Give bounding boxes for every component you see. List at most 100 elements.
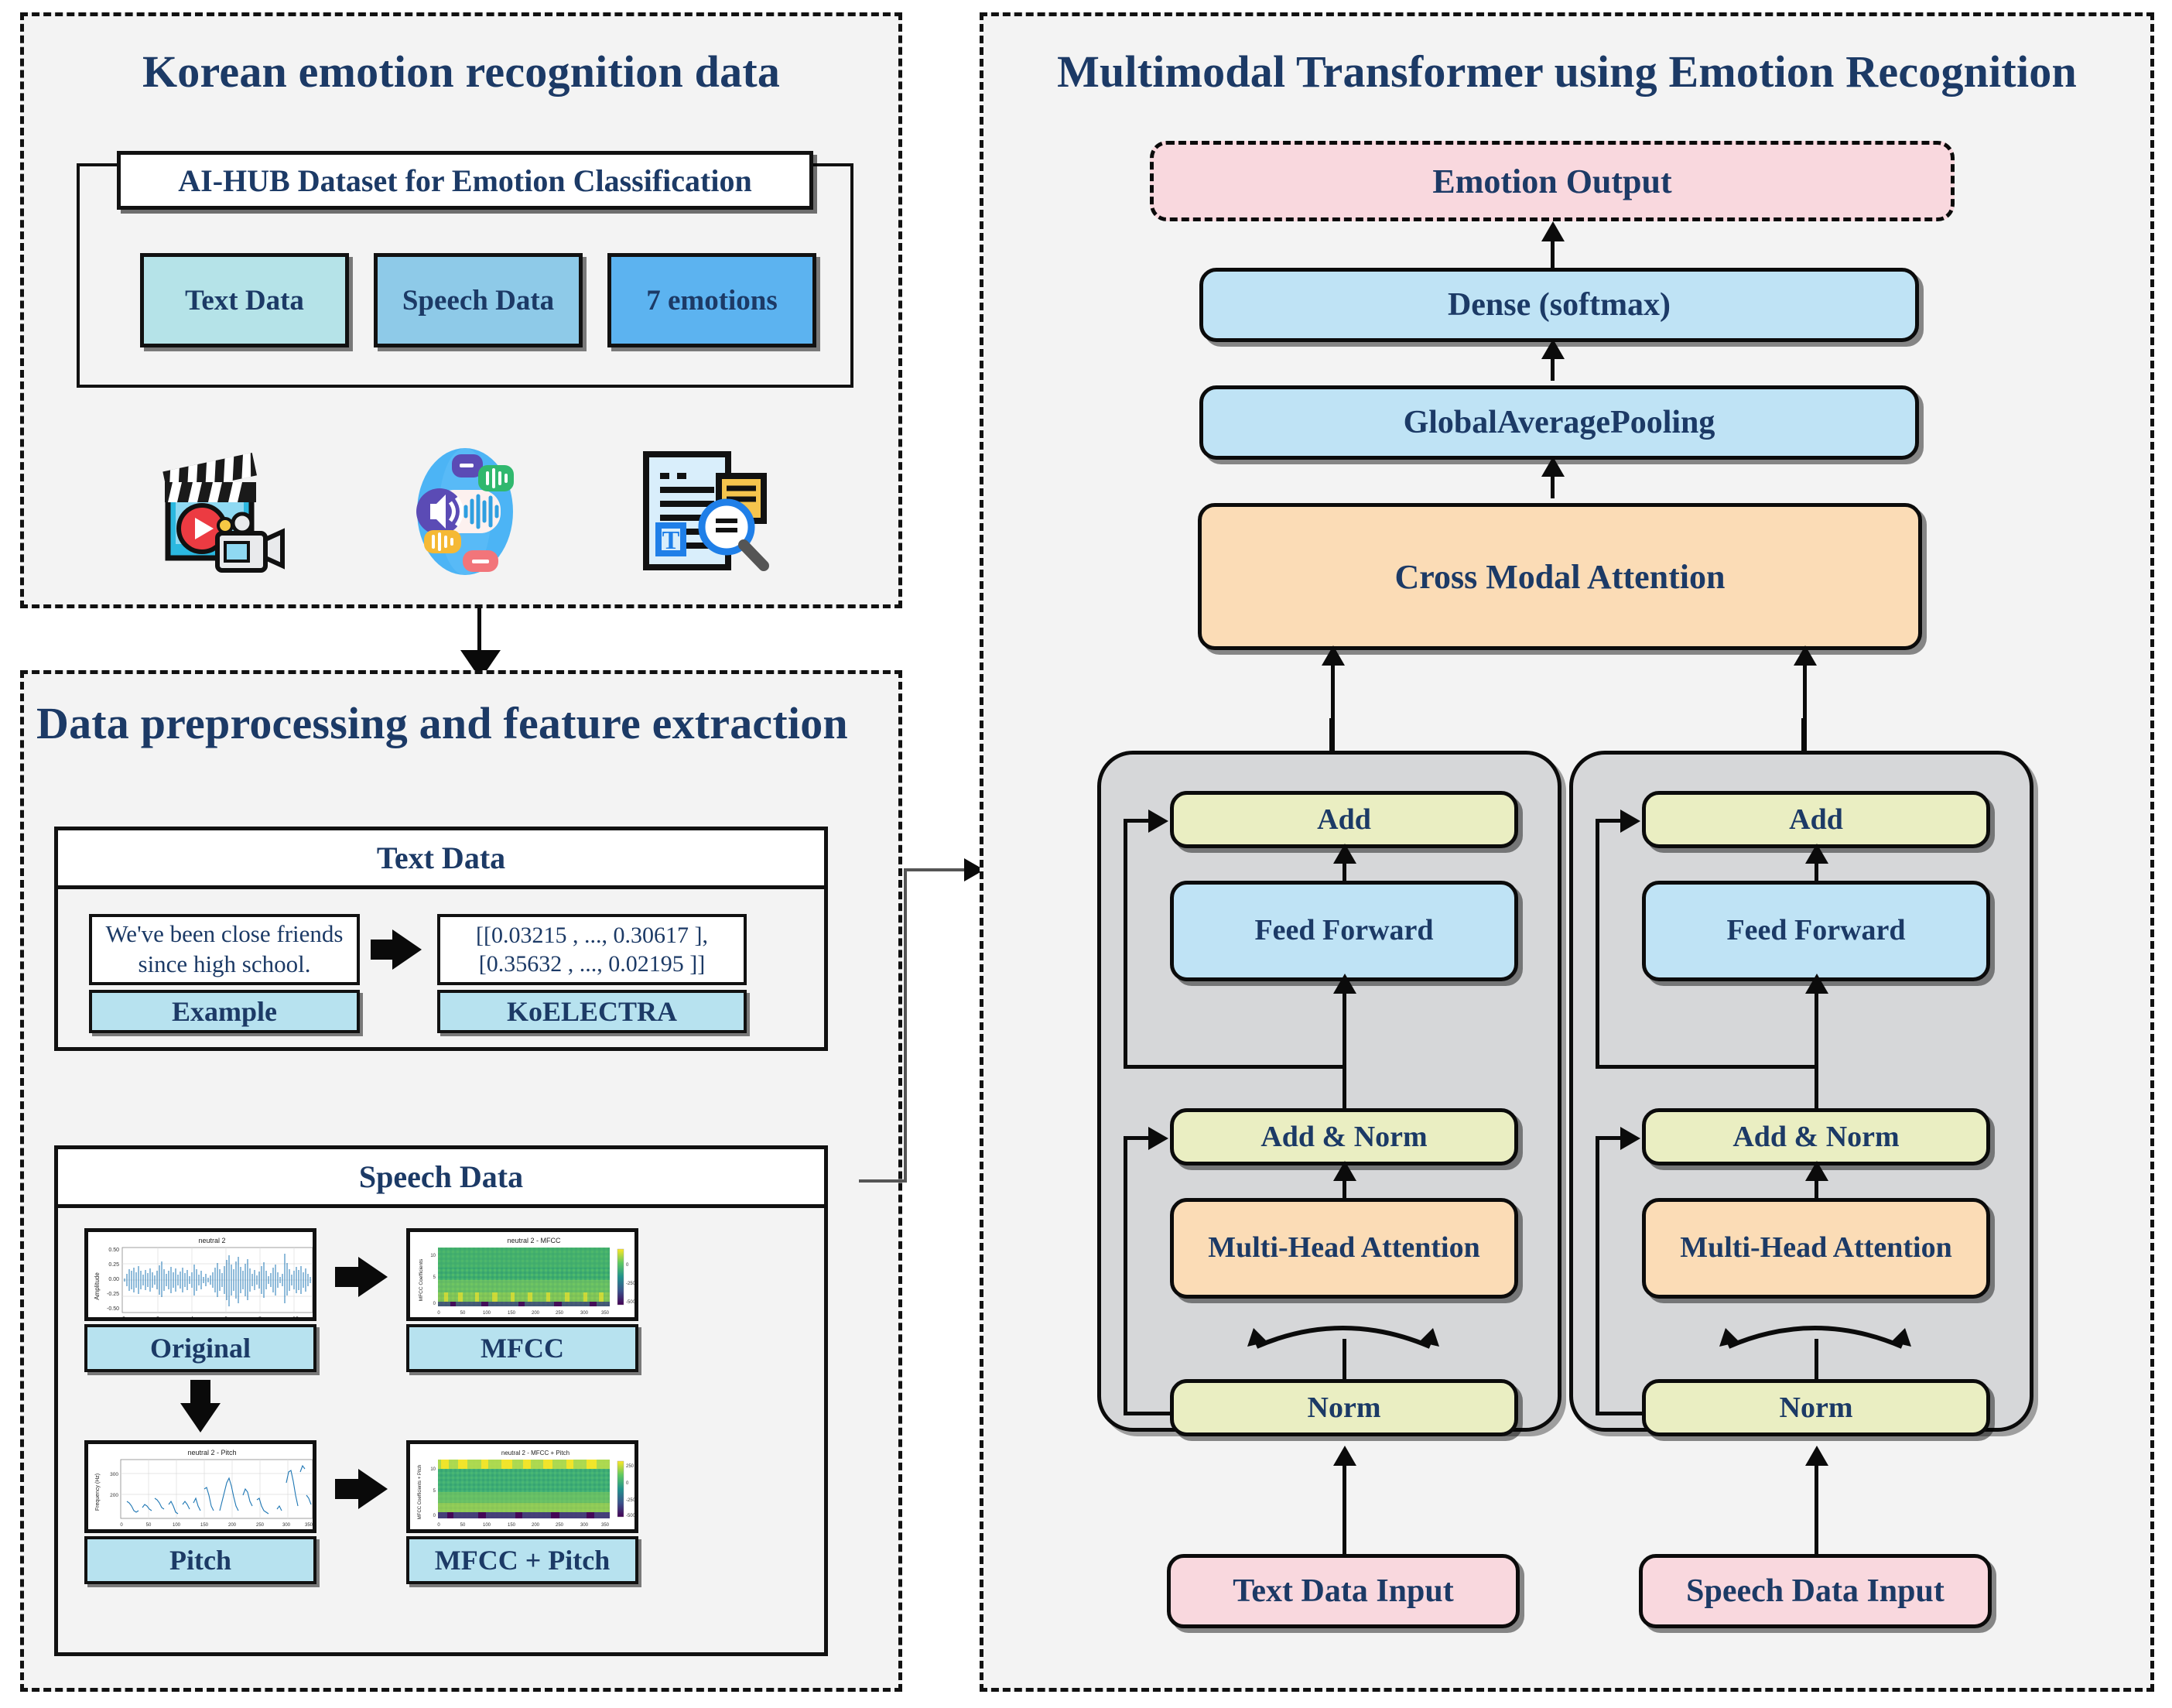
text-encoder-add-label: Add — [1317, 803, 1371, 836]
chip-seven-emotions-label: 7 emotions — [646, 284, 778, 317]
speech-encoder-add-label: Add — [1789, 803, 1843, 836]
speech-encoder-norm-node[interactable]: Norm — [1642, 1379, 1990, 1436]
cross-panel-link-horizontal-bottom — [859, 1179, 907, 1183]
svg-text:T: T — [662, 526, 679, 555]
chip-seven-emotions[interactable]: 7 emotions — [607, 253, 816, 347]
text-data-card: Text Data We've been close friends since… — [54, 827, 828, 1051]
svg-text:300: 300 — [580, 1523, 589, 1528]
svg-text:-250: -250 — [626, 1498, 636, 1503]
arrow-text-encoder-to-cma-line — [1331, 655, 1335, 752]
dense-softmax-node[interactable]: Dense (softmax) — [1199, 268, 1919, 342]
arrow-gap-to-dense-line — [1551, 348, 1555, 381]
text-document-magnifier-icon: T — [629, 442, 776, 581]
text-residual-mha-to-addnorm — [1124, 1136, 1150, 1140]
svg-text:50: 50 — [460, 1311, 466, 1316]
mfcc-pitch-plot-title: neutral 2 - MFCC + Pitch — [501, 1450, 570, 1456]
dataset-chip-row: Text Data Speech Data 7 emotions — [140, 253, 816, 347]
text-data-input-node[interactable]: Text Data Input — [1167, 1554, 1520, 1628]
waveform-plot-title: neutral 2 — [198, 1237, 225, 1244]
speech-encoder-add-norm-node[interactable]: Add & Norm — [1642, 1108, 1990, 1165]
dataset-header-label: AI-HUB Dataset for Emotion Classificatio… — [178, 163, 752, 198]
svg-text:200: 200 — [110, 1493, 118, 1498]
speech-encoder-add-node[interactable]: Add — [1642, 791, 1990, 848]
svg-text:0: 0 — [433, 1302, 436, 1306]
svg-text:250: 250 — [556, 1523, 564, 1528]
mfcc-plot-title: neutral 2 - MFCC — [507, 1237, 561, 1244]
arrow-speech-encoder-to-cma-head — [1794, 645, 1817, 666]
svg-text:250: 250 — [556, 1311, 564, 1316]
speech-encoder-multi-head-attention-label: Multi-Head Attention — [1680, 1231, 1952, 1265]
chip-speech-data-label: Speech Data — [402, 284, 555, 317]
speech-residual-ff-horizontal — [1596, 1065, 1817, 1069]
text-residual-mha-arrowhead — [1148, 1127, 1168, 1150]
speech-encoder-feed-forward-node[interactable]: Feed Forward — [1642, 881, 1990, 981]
speech-residual-mha-arrowhead — [1620, 1127, 1640, 1150]
pitch-label: Pitch — [84, 1536, 316, 1584]
speech-arrow2-stem — [190, 1380, 210, 1406]
pitch-plot-title: neutral 2 - Pitch — [187, 1449, 236, 1456]
text-encoder-feed-forward-node[interactable]: Feed Forward — [1170, 881, 1518, 981]
speech-encoder-multi-head-attention-node[interactable]: Multi-Head Attention — [1642, 1198, 1990, 1299]
speech-mha-to-addnorm-line — [1815, 1169, 1818, 1201]
chip-speech-data[interactable]: Speech Data — [374, 253, 583, 347]
arrow-cma-to-gap-head — [1541, 457, 1565, 477]
waveform-label: Original — [84, 1324, 316, 1372]
emotion-output-node[interactable]: Emotion Output — [1150, 141, 1955, 221]
svg-text:200: 200 — [228, 1523, 237, 1528]
speech-encoder-output-line — [1801, 718, 1805, 754]
text-example-label: Example — [89, 990, 360, 1033]
speech-arrow3-stem — [335, 1479, 360, 1499]
arrow-dense-to-output-line — [1551, 232, 1555, 269]
text-residual-ff-to-add — [1124, 819, 1150, 823]
speech-audio-globe-icon — [392, 442, 539, 581]
svg-text:0: 0 — [437, 1311, 440, 1316]
svg-text:300: 300 — [110, 1472, 118, 1477]
svg-text:300: 300 — [282, 1523, 291, 1528]
arrow-dense-to-output-head — [1541, 221, 1565, 241]
text-encoder-norm-node[interactable]: Norm — [1170, 1379, 1518, 1436]
text-residual-ff-horizontal — [1124, 1065, 1345, 1069]
speech-residual-mha-to-addnorm — [1596, 1136, 1622, 1140]
text-addnorm-to-ff-head — [1333, 974, 1356, 994]
cross-panel-link-vertical — [904, 868, 907, 1183]
speech-arrow2-head — [180, 1403, 221, 1432]
svg-text:6: 6 — [224, 1316, 227, 1321]
svg-text:10: 10 — [430, 1254, 436, 1258]
speech-arrow1-head — [358, 1257, 388, 1297]
speech-encoder-qkv-split-arrows — [1719, 1326, 1911, 1349]
chip-text-data[interactable]: Text Data — [140, 253, 349, 347]
panel-link-line — [477, 608, 481, 656]
text-data-input-label: Text Data Input — [1233, 1573, 1454, 1609]
text-data-card-title: Text Data — [58, 830, 824, 889]
svg-text:200: 200 — [532, 1523, 540, 1528]
svg-text:300: 300 — [580, 1311, 589, 1316]
text-encoder-multi-head-attention-node[interactable]: Multi-Head Attention — [1170, 1198, 1518, 1299]
svg-text:150: 150 — [508, 1311, 516, 1316]
speech-encoder-block — [1569, 751, 2033, 1432]
svg-text:-250: -250 — [626, 1282, 636, 1286]
text-encoder-output-line — [1329, 718, 1333, 754]
svg-text:0: 0 — [122, 1316, 125, 1321]
global-average-pooling-node[interactable]: GlobalAveragePooling — [1199, 385, 1919, 460]
arrow-speech-encoder-to-cma-line — [1803, 655, 1807, 752]
speech-norm-to-mha-line — [1815, 1339, 1818, 1381]
text-encoder-add-norm-node[interactable]: Add & Norm — [1170, 1108, 1518, 1165]
svg-text:-0.50: -0.50 — [107, 1306, 119, 1312]
text-encoder-add-node[interactable]: Add — [1170, 791, 1518, 848]
text-residual-mha-horizontal — [1124, 1412, 1172, 1415]
speech-addnorm-to-ff-line — [1815, 981, 1818, 1111]
korean-data-panel: Korean emotion recognition data AI-HUB D… — [20, 12, 902, 608]
mfcc-xlabel: Time (frames) — [507, 1319, 540, 1321]
svg-text:4: 4 — [190, 1316, 193, 1321]
text-example-value: We've been close friends since high scho… — [89, 914, 360, 985]
svg-text:250: 250 — [256, 1523, 265, 1528]
svg-text:-500: -500 — [626, 1514, 636, 1518]
cross-modal-attention-label: Cross Modal Attention — [1394, 557, 1726, 596]
cross-modal-attention-node[interactable]: Cross Modal Attention — [1198, 503, 1922, 650]
emotion-output-label: Emotion Output — [1432, 162, 1672, 200]
svg-text:100: 100 — [483, 1311, 491, 1316]
speech-data-input-node[interactable]: Speech Data Input — [1639, 1554, 1992, 1628]
svg-text:350: 350 — [305, 1523, 313, 1528]
